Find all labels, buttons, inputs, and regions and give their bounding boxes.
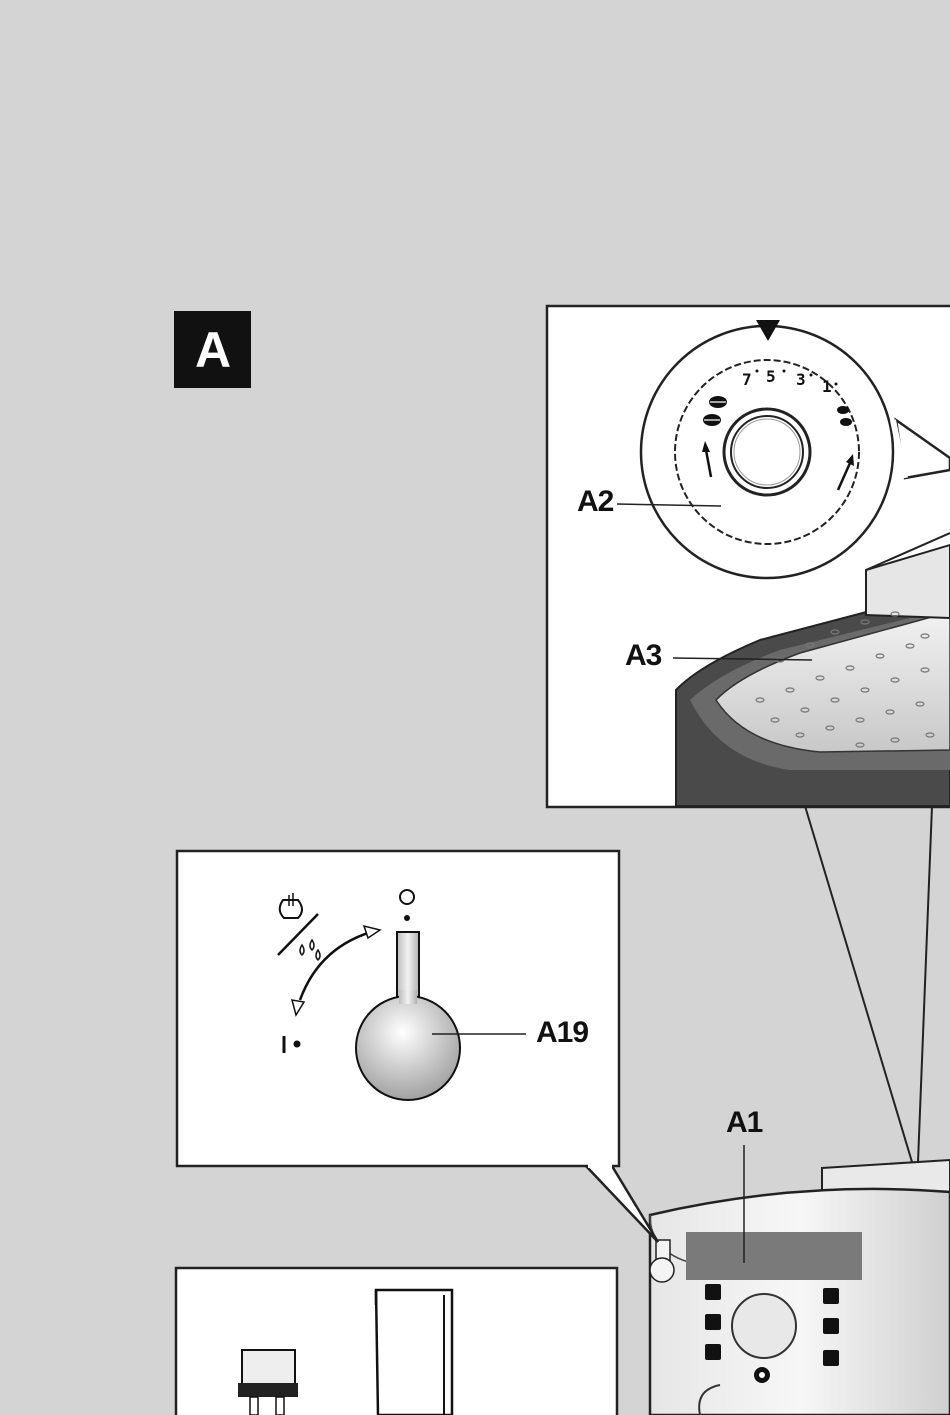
dial-scale-1: 1 (822, 377, 832, 396)
center-knob (731, 1293, 797, 1359)
callout-a1: A1 (726, 1106, 763, 1139)
knob-position-top-icon (399, 889, 415, 905)
dial-scale-5: 5 (766, 367, 776, 386)
accessories-panel (174, 1266, 619, 1415)
dial-magnifier: 7 5 3 1 (639, 320, 950, 580)
callout-a2: A2 (577, 485, 614, 518)
coffee-machine (648, 1158, 950, 1415)
dial-scale-7: 7 (742, 370, 752, 389)
right-buttons (823, 1288, 839, 1366)
dial-pointer-icon (756, 320, 780, 341)
coarse-bean-icon (703, 396, 727, 426)
dial-arrow-left-icon (702, 441, 713, 478)
callout-a3: A3 (625, 639, 662, 672)
machine-display (686, 1232, 862, 1280)
steam-knob-ball (355, 995, 461, 1101)
callout-a19: A19 (536, 1016, 589, 1049)
section-badge: A (174, 311, 251, 388)
left-buttons (705, 1284, 721, 1360)
fine-bean-icon (837, 406, 852, 426)
rotation-arc-icon (290, 924, 382, 1017)
brew-unit (238, 1349, 298, 1415)
steam-knob-small (649, 1239, 675, 1283)
steam-panel (175, 849, 660, 1243)
water-tank (374, 1288, 454, 1415)
knob-position-bottom-icon (282, 1036, 301, 1053)
cup-tray (675, 532, 950, 807)
tray-dots (755, 611, 935, 748)
steam-water-icon (277, 893, 321, 962)
grinder-panel: 7 5 3 1 (545, 304, 950, 1163)
dial-scale-3: 3 (796, 370, 806, 389)
dial-arrow-right-icon (836, 454, 854, 491)
